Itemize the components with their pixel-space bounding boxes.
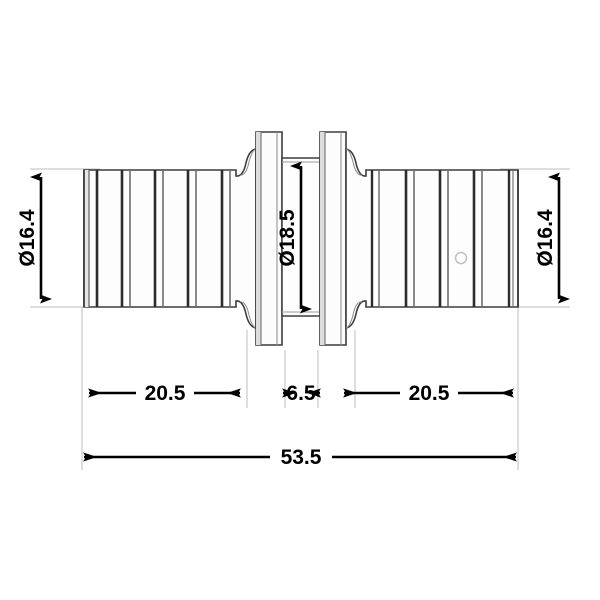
left-neck-lines <box>239 148 257 329</box>
dimension-label-length-right: 20.5 <box>409 382 450 405</box>
dimension-length-left: 20.5 <box>88 381 241 405</box>
left-collar-shade <box>256 132 261 345</box>
dimension-label-length-overall: 53.5 <box>281 446 322 469</box>
dimension-label-length-center: 6.5 <box>286 382 316 405</box>
ridge <box>438 170 449 307</box>
dimension-length-center: 6.5 <box>282 382 321 405</box>
left-barb-ridges <box>95 170 231 307</box>
dimension-diameter-right: Ø16.4 <box>534 172 570 304</box>
dimension-length-right: 20.5 <box>343 381 514 405</box>
ridge <box>472 170 483 307</box>
dimension-diameter-left: Ø16.4 <box>16 172 52 304</box>
ridge <box>370 170 380 307</box>
right-collar-shade <box>320 132 325 345</box>
dimension-label-bg-length-overall <box>270 445 332 469</box>
dimension-label-diameter-center: Ø18.5 <box>276 209 299 267</box>
witness-circle-mark <box>454 251 468 265</box>
ridge <box>120 170 131 307</box>
dimension-label-diameter-left: Ø16.4 <box>16 209 39 267</box>
dimension-label-bg-length-right <box>400 381 458 405</box>
ridge <box>153 170 164 307</box>
dimension-label-length-left: 20.5 <box>145 382 186 405</box>
ridge <box>220 170 231 307</box>
dimension-length-overall: 53.5 <box>83 445 517 469</box>
dimension-label-diameter-right: Ø16.4 <box>534 209 557 267</box>
right-barb-ridges <box>370 170 511 307</box>
extension-lines-group <box>30 168 570 470</box>
part-geometry-group <box>83 131 519 346</box>
dimension-diameter-center: Ø18.5 <box>276 161 312 314</box>
ridge <box>186 170 197 307</box>
ridge <box>404 170 415 307</box>
left-endcap-shade <box>84 170 89 307</box>
right-neck-lines <box>345 148 363 329</box>
dimension-label-bg-length-left <box>136 381 194 405</box>
